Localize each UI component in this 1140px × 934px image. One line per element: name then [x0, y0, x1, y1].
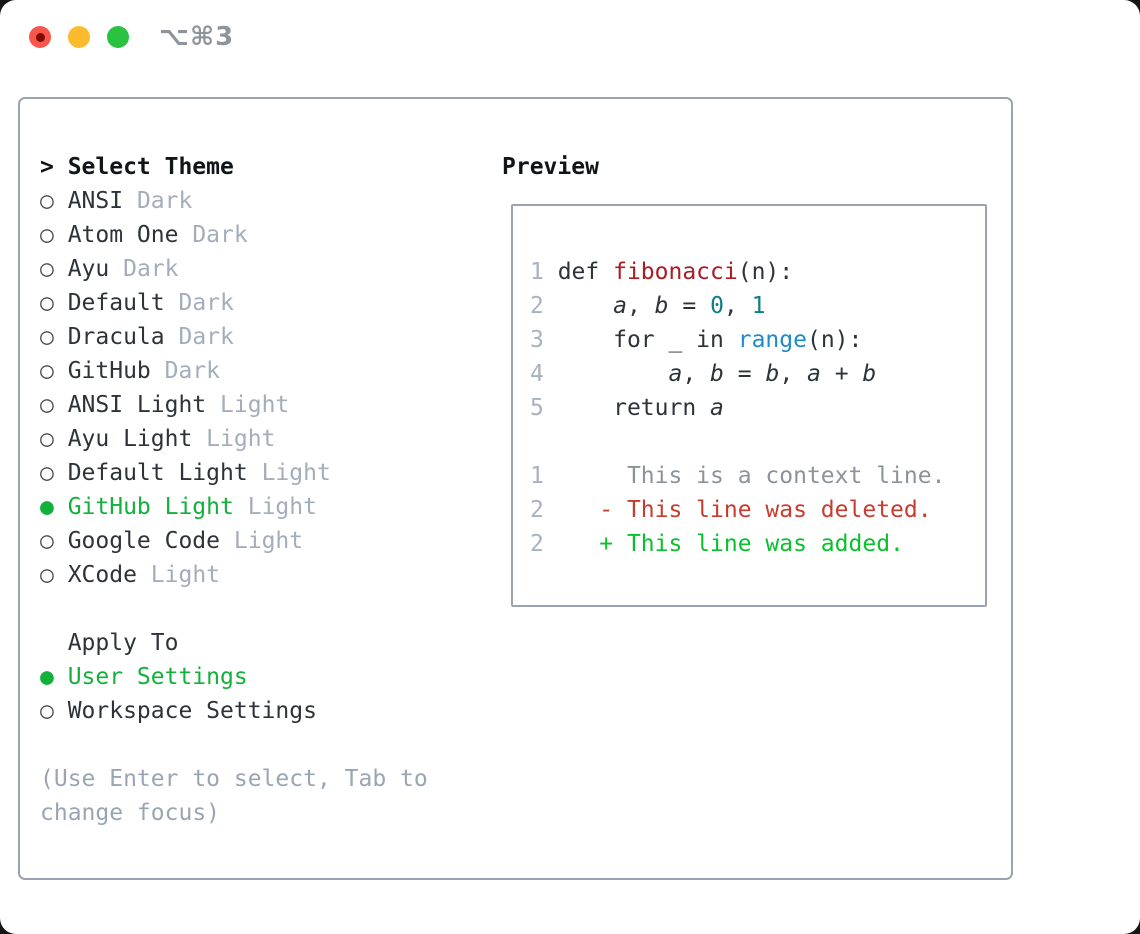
select-theme-heading-label: Select Theme [67, 154, 234, 180]
theme-option-ayu-light[interactable]: ○ Ayu Light Light [40, 422, 428, 456]
hint-line: (Use Enter to select, Tab to [40, 766, 428, 792]
radio-unselected-icon: ○ [40, 290, 54, 316]
radio-unselected-icon: ○ [40, 528, 54, 554]
radio-unselected-icon: ○ [40, 426, 54, 452]
radio-unselected-icon: ○ [40, 256, 54, 282]
radio-unselected-icon: ○ [40, 698, 54, 724]
apply-option-workspace-settings[interactable]: ○ Workspace Settings [40, 694, 428, 728]
radio-selected-icon: ● [40, 664, 54, 690]
cursor-marker-icon: > [40, 154, 54, 180]
theme-variant-tag: Light [206, 426, 276, 452]
theme-option-label: GitHub [67, 358, 151, 384]
theme-option-ansi-light[interactable]: ○ ANSI Light Light [40, 388, 428, 422]
theme-option-ansi[interactable]: ○ ANSI Dark [40, 184, 428, 218]
theme-variant-tag: Light [220, 392, 290, 418]
theme-variant-tag: Light [247, 494, 317, 520]
theme-option-label: XCode [67, 562, 137, 588]
theme-option-xcode[interactable]: ○ XCode Light [40, 558, 428, 592]
theme-option-label: ANSI [67, 188, 124, 214]
titlebar: ⌥⌘3 [0, 0, 1140, 74]
theme-variant-tag: Dark [178, 290, 234, 316]
theme-option-github[interactable]: ○ GitHub Dark [40, 354, 428, 388]
hint-line: change focus) [40, 800, 221, 826]
close-button[interactable] [29, 26, 51, 48]
apply-option-label: User Settings [67, 664, 248, 690]
theme-option-dracula[interactable]: ○ Dracula Dark [40, 320, 428, 354]
radio-selected-icon: ● [40, 494, 54, 520]
code-line: 2 a, b = 0, 1 [530, 293, 766, 319]
code-line: 1 def fibonacci(n): [530, 259, 794, 285]
preview-box: 1 def fibonacci(n): 2 a, b = 0, 1 3 for _ … [511, 204, 987, 607]
radio-unselected-icon: ○ [40, 188, 54, 214]
preview-heading: Preview [502, 154, 599, 180]
theme-option-ayu[interactable]: ○ Ayu Dark [40, 252, 428, 286]
radio-unselected-icon: ○ [40, 324, 54, 350]
radio-unselected-icon: ○ [40, 358, 54, 384]
code-line: 5 return a [530, 395, 724, 421]
theme-list: ○ ANSI Dark ○ Atom One Dark ○ Ayu Dark ○ Defaul… [40, 184, 428, 592]
theme-variant-tag: Dark [136, 188, 193, 214]
window-shortcut-label: ⌥⌘3 [159, 22, 235, 52]
line-number: 1 [530, 463, 558, 489]
theme-option-atom-one[interactable]: ○ Atom One Dark [40, 218, 428, 252]
theme-option-google-code[interactable]: ○ Google Code Light [40, 524, 428, 558]
radio-unselected-icon: ○ [40, 562, 54, 588]
theme-option-label: Dracula [67, 324, 165, 350]
theme-variant-tag: Dark [192, 222, 248, 248]
select-theme-heading: > Select Theme [40, 150, 428, 184]
apply-to-heading-label: Apply To [67, 630, 179, 656]
apply-option-user-settings[interactable]: ● User Settings [40, 660, 428, 694]
minimize-button[interactable] [68, 26, 90, 48]
radio-unselected-icon: ○ [40, 460, 54, 486]
theme-option-label: Default Light [67, 460, 248, 486]
diff-line: 2 - This line was deleted. [530, 497, 932, 523]
code-line: 4 a, b = b, a + b [530, 361, 877, 387]
keyboard-hint: (Use Enter to select, Tab to change focus… [40, 762, 428, 830]
theme-variant-tag: Light [233, 528, 304, 554]
theme-option-github-light[interactable]: ● GitHub Light Light [40, 490, 428, 524]
zoom-button[interactable] [107, 26, 129, 48]
spacer-row [530, 425, 985, 459]
theme-option-label: Atom One [67, 222, 179, 248]
line-number: 4 [530, 361, 558, 387]
line-number: 2 [530, 497, 558, 523]
theme-variant-tag: Light [261, 460, 331, 486]
diff-line: 2 + This line was added. [530, 531, 904, 557]
radio-unselected-icon: ○ [40, 392, 54, 418]
code-line: 3 for _ in range(n): [530, 327, 863, 353]
theme-variant-tag: Dark [178, 324, 234, 350]
line-number: 2 [530, 531, 558, 557]
theme-option-default[interactable]: ○ Default Dark [40, 286, 428, 320]
line-number: 5 [530, 395, 558, 421]
line-number: 3 [530, 327, 558, 353]
theme-option-label: ANSI Light [67, 392, 207, 418]
line-number: 1 [530, 259, 558, 285]
theme-variant-tag: Dark [164, 358, 221, 384]
theme-option-default-light[interactable]: ○ Default Light Light [40, 456, 428, 490]
close-dot-icon [35, 32, 45, 42]
spacer-row [40, 592, 428, 626]
radio-unselected-icon: ○ [40, 222, 54, 248]
apply-to-list: ● User Settings ○ Workspace Settings [40, 660, 428, 728]
theme-variant-tag: Dark [123, 256, 179, 282]
theme-variant-tag: Light [150, 562, 221, 588]
theme-picker-panel: > Select Theme ○ ANSI Dark ○ Atom One Dark ○ A… [18, 97, 1013, 880]
theme-option-label: GitHub Light [67, 494, 234, 520]
theme-option-label: Ayu [67, 256, 110, 282]
spacer-row [40, 728, 428, 762]
apply-to-heading: Apply To [40, 626, 428, 660]
theme-option-label: Google Code [67, 528, 221, 554]
diff-line: 1 This is a context line. [530, 463, 946, 489]
line-number: 2 [530, 293, 558, 319]
theme-picker-column: > Select Theme ○ ANSI Dark ○ Atom One Dark ○ A… [40, 150, 428, 830]
theme-option-label: Default [67, 290, 165, 316]
apply-option-label: Workspace Settings [67, 698, 317, 724]
theme-option-label: Ayu Light [67, 426, 193, 452]
